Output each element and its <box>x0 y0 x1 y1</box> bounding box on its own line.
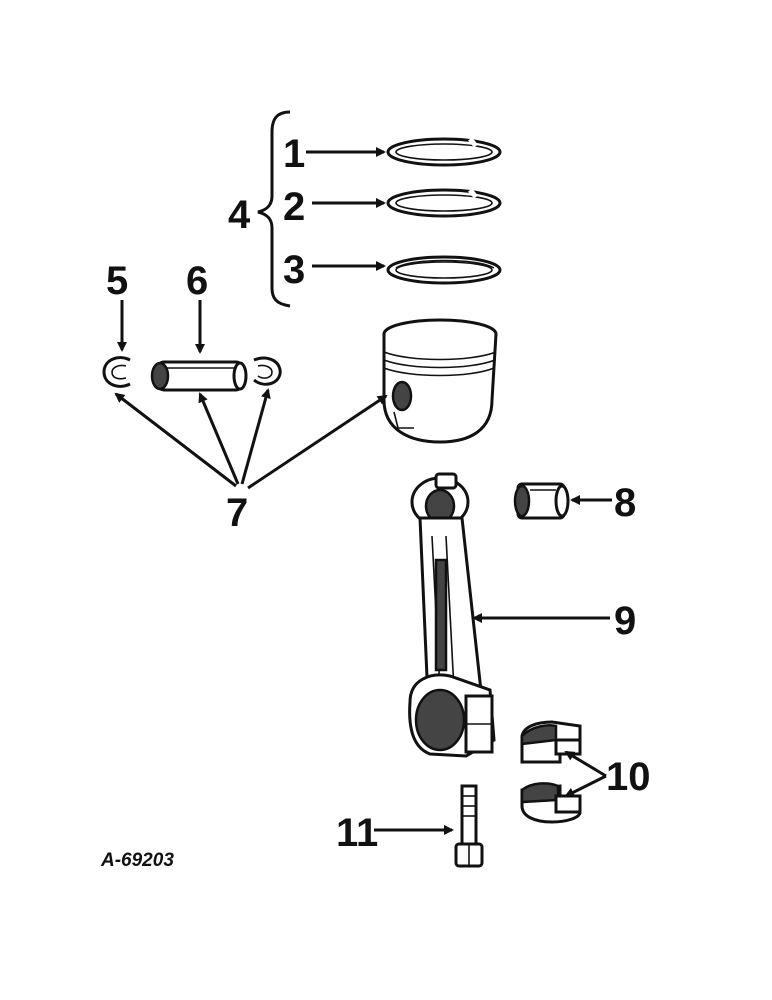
piston-icon <box>382 318 498 444</box>
bushing-icon <box>513 482 570 520</box>
arrow-7-snap-left <box>114 392 237 488</box>
ring-group-brace <box>257 110 291 308</box>
figure-id: A-69203 <box>100 850 174 871</box>
arrow-7-piston <box>247 394 388 490</box>
snap-ring-icon <box>102 356 131 388</box>
callout-8: 8 <box>614 481 636 525</box>
callout-4: 4 <box>228 193 251 237</box>
arrow-7-snap-right <box>240 388 271 485</box>
arrow-7-pin <box>198 392 240 485</box>
callout-11: 11 <box>336 811 378 855</box>
callout-10: 10 <box>606 755 651 799</box>
callout-6: 6 <box>186 259 208 303</box>
callout-9: 9 <box>614 599 636 643</box>
callout-7: 7 <box>226 491 248 535</box>
piston-ring-icon <box>386 137 502 167</box>
callout-5: 5 <box>106 259 128 303</box>
bearing-shell-icon <box>520 720 582 764</box>
connecting-rod-icon <box>408 472 496 758</box>
piston-pin-icon <box>150 360 248 392</box>
callout-1: 1 <box>283 132 305 176</box>
bolt-icon <box>454 784 484 868</box>
callout-2: 2 <box>283 185 305 229</box>
piston-ring-icon <box>386 255 502 285</box>
snap-ring-icon <box>253 356 282 386</box>
bearing-shell-icon <box>520 782 582 824</box>
callout-3: 3 <box>283 248 305 292</box>
arrow-10-upper <box>564 750 607 778</box>
piston-ring-icon <box>386 188 502 218</box>
arrow-10-lower <box>564 774 607 798</box>
